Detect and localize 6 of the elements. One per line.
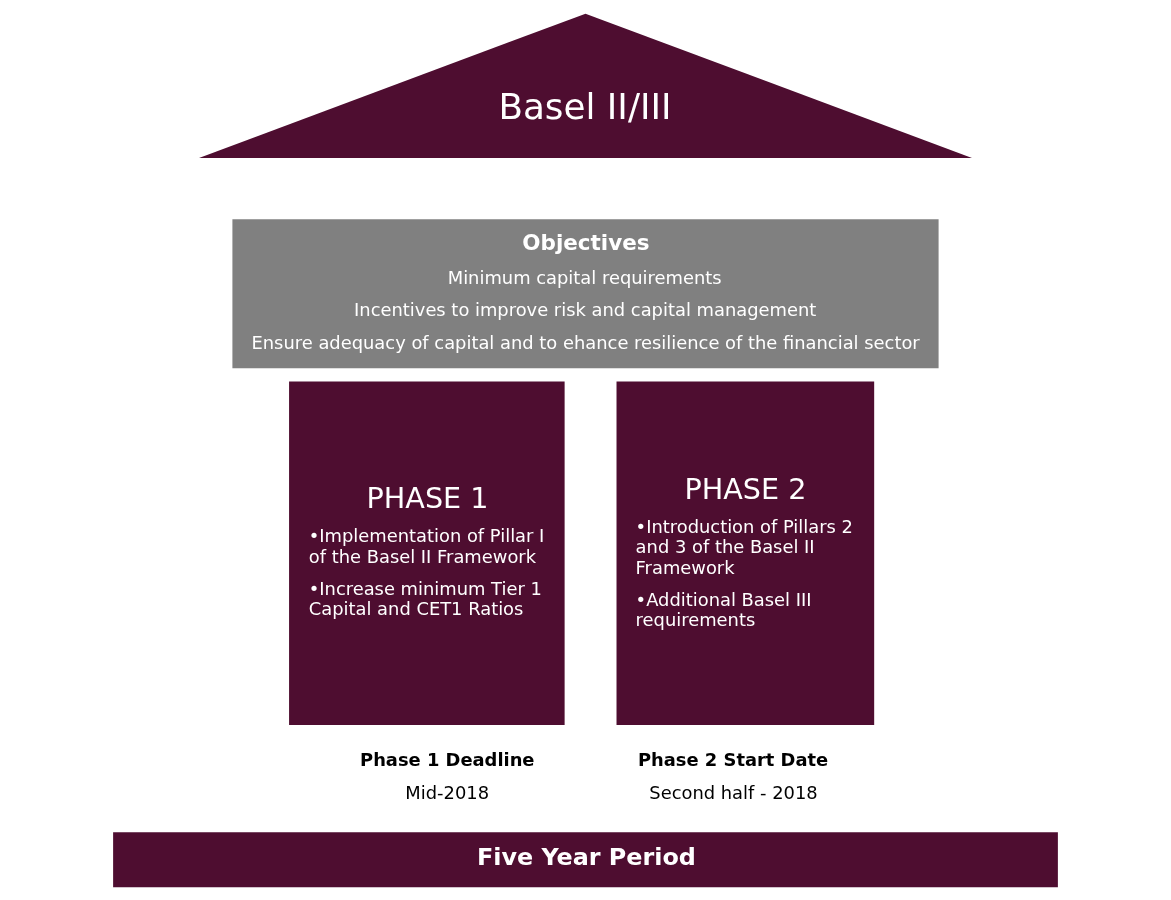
node-box: Objectives Minimum capital requirements Incentives to improve risk and capital management Ensure adequacy of capital and to ehance resilience of the financial sector	[232, 218, 939, 368]
node-box: Five Year Period	[113, 831, 1058, 887]
node-text: Phase 2 Start Date Second half - 2018	[637, 748, 829, 803]
node-box: PHASE 1 •Implementation of Pillar I of the Basel II Framework •Increase minimum Tier 1 Capital and CET1 Ratios	[289, 380, 565, 725]
node-box: PHASE 2 •Introduction of Pillars 2 and 3 of the Basel II Framework •Additional Basel III requirements	[616, 380, 875, 725]
node-text: Phase 1 Deadline Mid-2018	[360, 748, 535, 803]
